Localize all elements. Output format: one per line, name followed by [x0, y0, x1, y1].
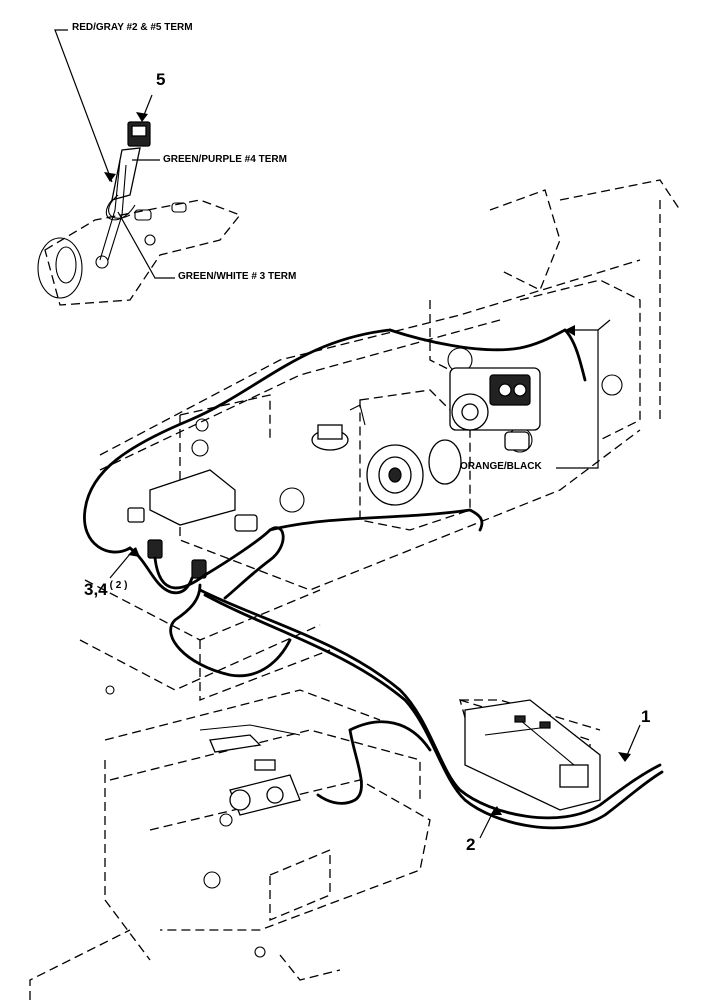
- arrowhead: [136, 112, 148, 122]
- lower-mechanism: [199, 724, 301, 816]
- item-2-callout: 2: [466, 835, 476, 854]
- orange-black-leader: [556, 329, 599, 469]
- baler-frame: [29, 179, 681, 1000]
- item-3-4-quantity: ( 2 ): [109, 580, 128, 591]
- arrowhead: [104, 172, 116, 182]
- item-5-callout: 5: [156, 70, 166, 89]
- item-3-4-number: 3,4: [84, 580, 108, 599]
- hydraulic-pump: [449, 367, 541, 451]
- arrowhead: [490, 806, 502, 815]
- green-white-leader: [117, 211, 175, 279]
- switch-detail-inset: [37, 199, 242, 306]
- arrowhead: [618, 752, 631, 762]
- green-white-term-label: GREEN/WHITE # 3 TERM: [178, 271, 297, 282]
- relays: [127, 469, 258, 579]
- gear-assembly: [311, 404, 366, 451]
- wiring-harness: [83, 328, 664, 830]
- switch-item-5: [99, 121, 151, 261]
- arrowhead: [128, 547, 140, 557]
- arrowhead: [565, 325, 575, 336]
- item-3-4-callout: 3,4( 2 ): [84, 580, 127, 600]
- flywheel: [366, 439, 462, 506]
- red-gray-term-label: RED/GRAY #2 & #5 TERM: [72, 22, 193, 33]
- item-1-callout: 1: [641, 707, 651, 726]
- orange-black-label: ORANGE/BLACK: [460, 461, 542, 472]
- green-purple-term-label: GREEN/PURPLE #4 TERM: [163, 154, 287, 165]
- red-gray-leader: [54, 29, 113, 183]
- control-box: [464, 699, 601, 811]
- orange-black-leader-2: [597, 319, 611, 331]
